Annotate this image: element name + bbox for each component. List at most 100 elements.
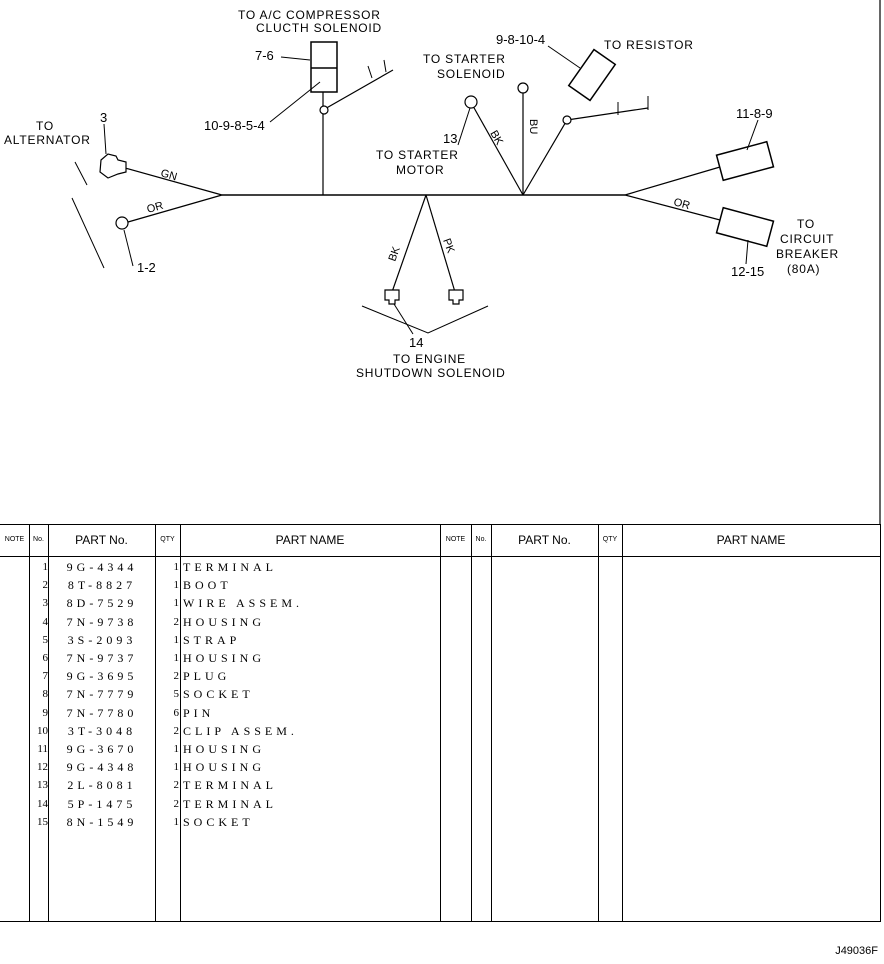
- part-number: 9G-3670: [66, 742, 138, 756]
- header-part-no: PART No.: [75, 533, 128, 547]
- header-note: NOTE: [4, 536, 25, 543]
- part-number-index: 10: [37, 724, 48, 737]
- part-number: 3T-3048: [67, 723, 137, 738]
- part-name: CLIP ASSEM.: [183, 723, 298, 738]
- callout-13: 13: [443, 131, 457, 146]
- circuit-breaker-connector: [715, 206, 775, 248]
- quantity: 2: [173, 797, 180, 810]
- resistor-connector: [567, 48, 617, 102]
- callout-1-2: 1-2: [137, 260, 156, 275]
- shutdown-bracket: [361, 305, 489, 334]
- callout-9-8-10-4: 9-8-10-4: [496, 32, 545, 47]
- part-name: WIRE ASSEM.: [183, 596, 304, 611]
- callout-14: 14: [409, 335, 423, 350]
- part-number-index: 8: [42, 688, 49, 701]
- part-number-index: 3: [42, 597, 49, 610]
- label-engine-shutdown-1: TO ENGINE: [393, 352, 466, 366]
- part-number: 7N-7779: [66, 687, 138, 702]
- part-number: 9G-4344: [66, 560, 138, 574]
- connector-11-8-9: [715, 140, 775, 182]
- header-qty: QTY: [160, 536, 175, 543]
- quantity: 2: [173, 724, 180, 737]
- wiring-harness-diagram: TO A/C COMPRESSOR CLUCTH SOLENOID TO ALT…: [4, 0, 881, 524]
- part-number: 5P-1475: [67, 796, 137, 811]
- callout-12-15: 12-15: [731, 264, 764, 279]
- part-number-index: 5: [42, 633, 49, 646]
- callout-11-8-9: 11-8-9: [736, 106, 773, 121]
- wire-color-bu: BU: [527, 119, 539, 134]
- wire-color-gn: GN: [159, 167, 178, 183]
- header-qty-2: QTY: [602, 536, 618, 543]
- header-no-2: No.: [475, 536, 487, 543]
- header-note-2: NOTE: [445, 536, 466, 543]
- part-number: 9G-4348: [66, 760, 138, 775]
- alternator-terminal-1-2: [115, 216, 129, 230]
- wire-color-or-right: OR: [672, 196, 691, 212]
- part-name: SOCKET: [183, 687, 254, 702]
- part-name: SOCKET: [183, 814, 254, 829]
- part-number: 7N-9737: [66, 651, 138, 665]
- quantity: 2: [173, 615, 180, 628]
- label-resistor: TO RESISTOR: [604, 38, 694, 52]
- part-number-index: 13: [37, 779, 48, 792]
- label-alternator-2: ALTERNATOR: [4, 133, 91, 147]
- quantity: 1: [173, 597, 180, 610]
- shutdown-terminal-pk: [448, 289, 464, 305]
- part-number: 2L-8081: [67, 778, 137, 793]
- resistor-strap-clip: [562, 115, 572, 125]
- part-number-index: 4: [42, 615, 49, 628]
- part-number: 8D-7529: [66, 596, 138, 611]
- quantity: 1: [173, 579, 180, 592]
- part-number-index: 11: [37, 743, 48, 755]
- label-circuit-breaker-2: CIRCUIT: [780, 232, 834, 246]
- part-name: TERMINAL: [183, 778, 277, 793]
- part-name: TERMINAL: [183, 796, 277, 811]
- quantity: 1: [173, 633, 180, 646]
- part-name: STRAP: [183, 632, 241, 647]
- header-part-name: PART NAME: [275, 533, 345, 547]
- quantity: 1: [173, 561, 180, 573]
- part-number-index: 14: [37, 797, 48, 810]
- part-name: PLUG: [183, 669, 231, 684]
- part-number: 8T-8827: [67, 578, 137, 593]
- label-circuit-breaker-1: TO: [797, 217, 815, 231]
- starter-solenoid-terminal: [464, 95, 478, 109]
- ac-strap-clip: [319, 105, 329, 115]
- part-number-index: 7: [42, 670, 49, 683]
- quantity: 5: [173, 688, 180, 701]
- label-starter-solenoid-2: SOLENOID: [437, 67, 505, 81]
- label-starter-solenoid-1: TO STARTER: [423, 52, 506, 66]
- label-circuit-breaker-4: (80A): [787, 262, 820, 276]
- parts-list-table: NOTE No. PART No. QTY PART NAME NOTE No.…: [0, 524, 881, 922]
- callout-3: 3: [100, 110, 107, 125]
- wire-color-bk-starter: BK: [487, 129, 505, 148]
- part-name: HOUSING: [183, 651, 265, 665]
- reference-code: J49036F: [835, 945, 878, 957]
- part-number: 9G-3695: [66, 669, 138, 684]
- label-starter-motor-1: TO STARTER: [376, 148, 459, 162]
- label-engine-shutdown-2: SHUTDOWN SOLENOID: [356, 366, 506, 380]
- part-number: 7N-9738: [66, 614, 138, 629]
- alternator-terminal-3: [99, 153, 127, 179]
- quantity: 1: [173, 652, 180, 664]
- part-number-index: 2: [42, 579, 49, 592]
- wire-color-pk: PK: [440, 237, 457, 256]
- quantity: 1: [173, 815, 180, 828]
- ac-compressor-plug: [310, 41, 338, 93]
- part-name: HOUSING: [183, 742, 265, 756]
- header-no: No.: [33, 536, 44, 543]
